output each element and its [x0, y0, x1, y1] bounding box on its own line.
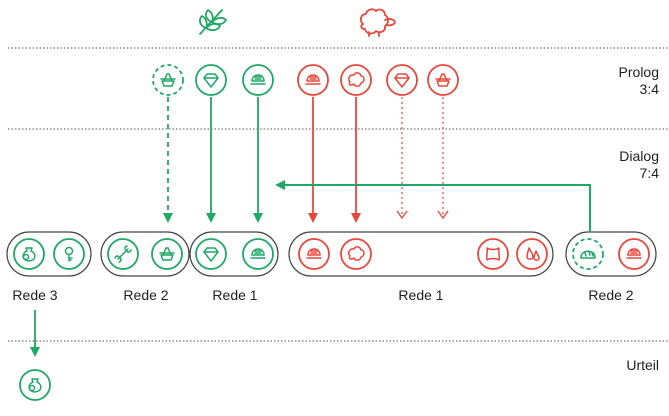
prolog-token [340, 64, 372, 96]
group-label-rede-2-green: Rede 2 [123, 287, 169, 303]
bread-icon [250, 248, 266, 259]
group-label-rede-1-green: Rede 1 [212, 287, 258, 303]
urteil-token [19, 369, 51, 401]
prolog-token [297, 64, 329, 96]
dialog-token [572, 238, 604, 270]
dialog-token [340, 238, 372, 270]
gem-icon [203, 73, 219, 88]
dialog-token [107, 238, 139, 270]
group-label-rede-2-red: Rede 2 [588, 287, 634, 303]
section-label-urteil: Urteil [626, 357, 659, 373]
dialog-token [298, 238, 330, 270]
drops-icon [526, 247, 540, 261]
gem-icon [394, 73, 410, 88]
bread-icon [306, 248, 322, 259]
section-label-prolog: Prolog [618, 64, 659, 80]
rede-1-red-group-outline [288, 231, 554, 277]
group-label-rede-3: Rede 3 [12, 287, 58, 303]
sack-icon [28, 378, 42, 393]
rede-2-red-group-outline [565, 231, 657, 277]
section-label-dialog: Dialog [619, 148, 659, 164]
prolog-token [386, 64, 418, 96]
dialog-token [477, 238, 509, 270]
rede-2-green-group-outline [100, 231, 190, 277]
section-score-dialog: 7:4 [639, 165, 659, 181]
bread-icon [305, 74, 321, 85]
loaf-icon [580, 250, 596, 259]
dialog-token [151, 238, 183, 270]
basket-icon [159, 247, 175, 261]
key-icon [64, 246, 74, 262]
bone-icon [114, 245, 132, 263]
basket-icon [160, 73, 176, 87]
hide-icon [485, 247, 501, 261]
dialog-token [516, 238, 548, 270]
bread-icon [626, 248, 642, 259]
dialog-token [618, 238, 650, 270]
arrow-rede2-to-rede1 [275, 180, 591, 232]
group-label-rede-1-red: Rede 1 [398, 287, 444, 303]
dialog-token [53, 238, 85, 270]
prolog-token [195, 64, 227, 96]
prolog-token [242, 64, 274, 96]
prolog-token [152, 64, 184, 96]
rede-1-green-group-outline [189, 231, 279, 277]
dialog-token [242, 238, 274, 270]
gem-icon [203, 247, 219, 262]
dialog-token [13, 238, 45, 270]
wheat-icon [199, 9, 227, 35]
dialog-token [195, 238, 227, 270]
wool-icon [348, 246, 365, 261]
rede-3-group-outline [6, 231, 92, 277]
section-score-prolog: 3:4 [639, 81, 659, 97]
basket-icon [435, 73, 451, 87]
prolog-token [427, 64, 459, 96]
sack-icon [22, 247, 36, 262]
sheep-icon [359, 8, 396, 37]
bread-icon [250, 74, 266, 85]
wool-icon [348, 72, 365, 87]
